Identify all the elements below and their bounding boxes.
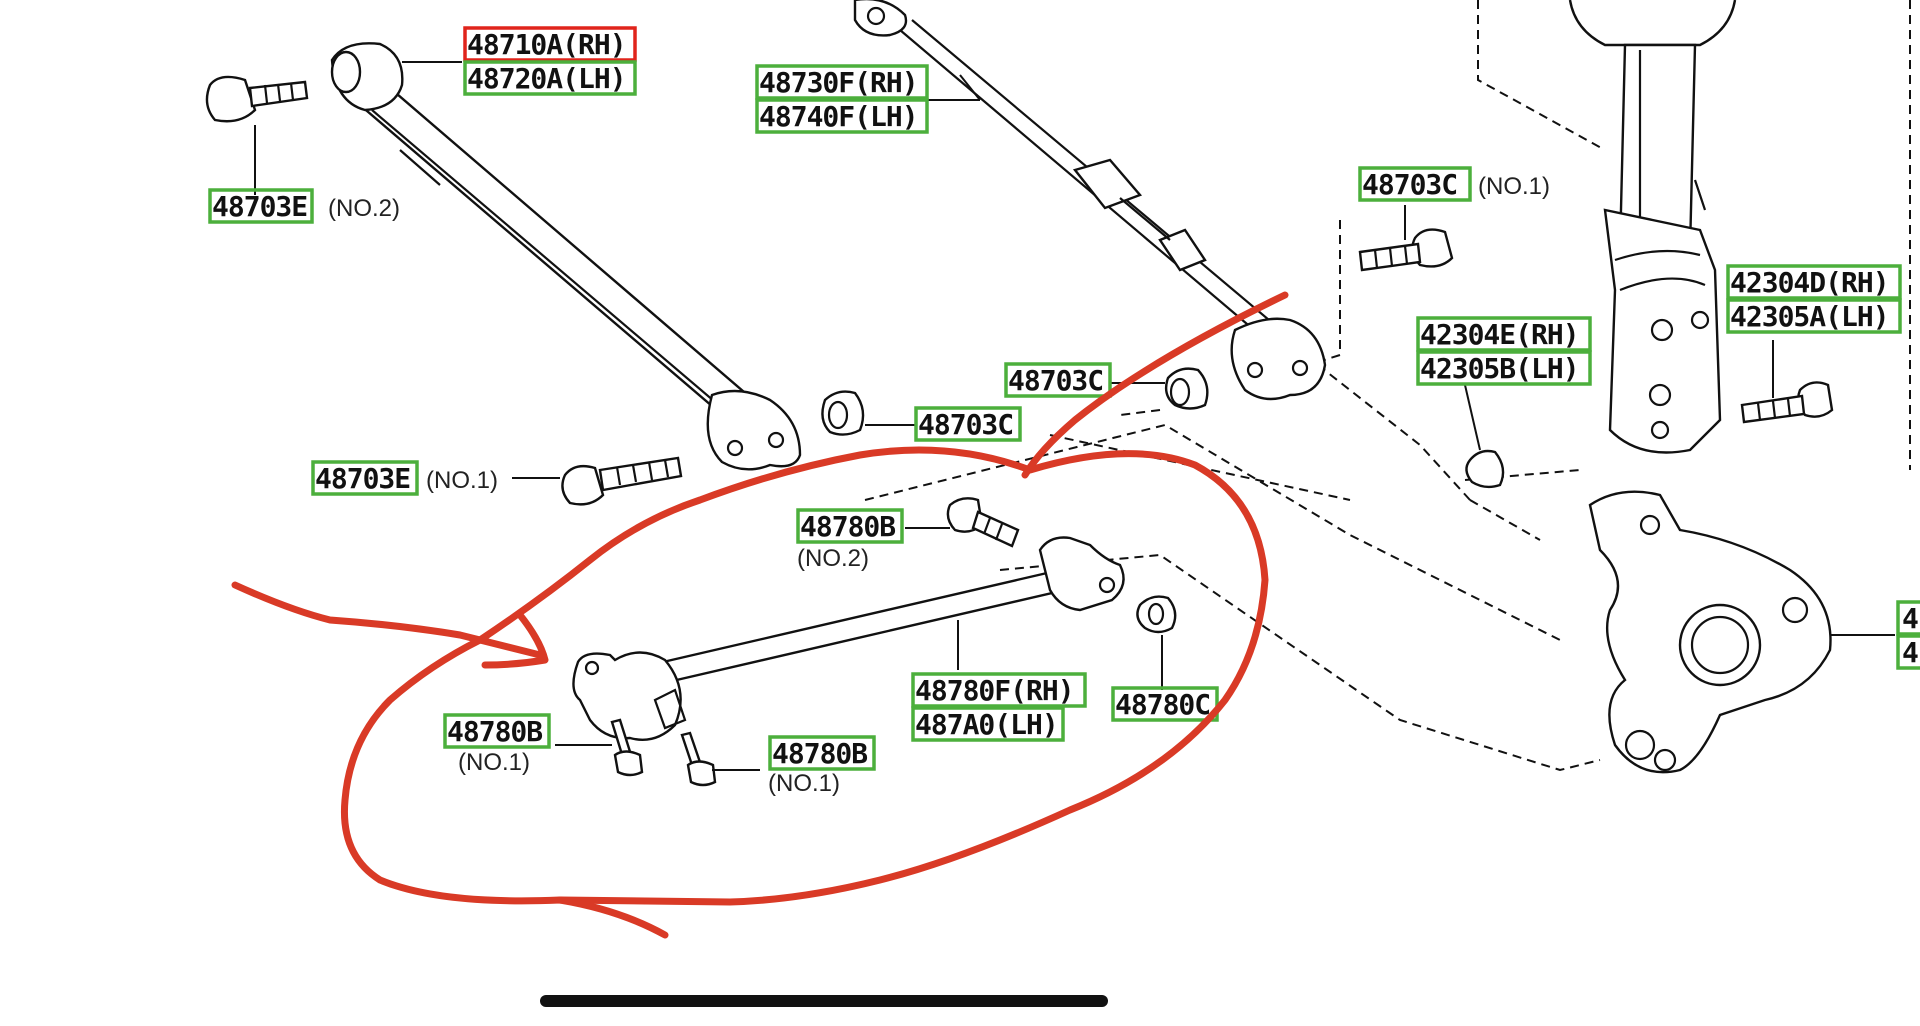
label-box: [755, 98, 929, 134]
arrow-head-icon: [481, 611, 549, 669]
label-box: [1726, 298, 1902, 334]
control-arm-icon: [357, 86, 767, 432]
part-label-48710A[interactable]: 48710A(RH): [467, 28, 627, 61]
bolt-48703E-no2: [205, 75, 309, 195]
bolt-icon: [205, 75, 257, 123]
label-box: [1416, 350, 1592, 386]
part-label-48780B-no1-left[interactable]: 48780B: [447, 715, 543, 748]
bolt-42304D: [1740, 340, 1834, 424]
part-label-48740F[interactable]: 48740F(LH): [759, 100, 919, 133]
part-label-42304E[interactable]: 42304E(RH): [1420, 318, 1580, 351]
part-label-48780B-no1-right[interactable]: 48780B: [772, 737, 868, 770]
circle-annotation: [340, 446, 1269, 906]
label-box: [443, 713, 551, 749]
knuckle-assembly: [1588, 490, 1895, 774]
part-label-42305B[interactable]: 42305B(LH): [1420, 352, 1580, 385]
part-note-no1: (NO.1): [1478, 173, 1550, 200]
label-box: [914, 406, 1022, 442]
label-box-selected: [463, 26, 637, 62]
arrow-annotation: [231, 581, 544, 659]
label-box: [463, 60, 637, 96]
part-label-48730F[interactable]: 48730F(RH): [759, 66, 919, 99]
bushing-48780C: [1136, 595, 1177, 690]
part-label-edge-b[interactable]: 4: [1902, 636, 1919, 669]
label-box: [1896, 600, 1920, 636]
lower-control-arm-48780F: [572, 536, 1125, 742]
part-label-42304D[interactable]: 42304D(RH): [1730, 266, 1890, 299]
part-label-48720A[interactable]: 48720A(LH): [467, 62, 627, 95]
part-label-487A0[interactable]: 487A0(LH): [915, 708, 1059, 741]
label-box: [311, 460, 419, 496]
part-label-48703E-no1[interactable]: 48703E: [315, 462, 411, 495]
label-box: [1111, 686, 1219, 722]
part-label-48703E-no2[interactable]: 48703E: [212, 190, 308, 223]
control-arm-48710A: [330, 42, 802, 471]
bolt-48780B-no1-left: [555, 718, 644, 777]
slash-annotation: [1021, 291, 1289, 479]
part-label-48703C-upper[interactable]: 48703C: [1008, 364, 1104, 397]
label-box: [1896, 634, 1920, 670]
label-box: [796, 508, 904, 544]
part-label-48703C-lower[interactable]: 48703C: [918, 408, 1014, 441]
part-note-no1: (NO.1): [458, 749, 530, 776]
bolt-48780B-no1-right: [680, 731, 760, 787]
part-label-42305A[interactable]: 42305A(LH): [1730, 300, 1890, 333]
bolt-48703E-no1: [512, 456, 683, 506]
part-label-48780C[interactable]: 48780C: [1115, 688, 1211, 721]
nut-42304E: [1464, 384, 1505, 489]
label-box: [1726, 264, 1902, 300]
part-note-no1: (NO.1): [768, 770, 840, 797]
part-note-no2: (NO.2): [797, 545, 869, 572]
part-label-48780F[interactable]: 48780F(RH): [915, 674, 1075, 707]
strut-assembly: [1568, 0, 1737, 454]
strut-icon: [1568, 0, 1737, 47]
part-label-48703C-no1[interactable]: 48703C: [1362, 168, 1458, 201]
part-note-no2: (NO.2): [328, 195, 400, 222]
red-annotation: [231, 291, 1289, 939]
label-box: [911, 672, 1087, 708]
part-label-edge-a[interactable]: 4: [1902, 602, 1919, 635]
home-indicator[interactable]: [540, 995, 1108, 1007]
label-box: [1004, 362, 1112, 398]
part-label-48780B-no2[interactable]: 48780B: [800, 510, 896, 543]
bushing-icon: [1164, 367, 1209, 410]
bolt-icon: [561, 464, 605, 506]
label-box: [1358, 166, 1472, 202]
bolt-48703C-no1: [1358, 205, 1454, 272]
part-note-no1: (NO.1): [426, 467, 498, 494]
bushing-48703C-lower: [821, 390, 915, 436]
label-box: [1416, 316, 1592, 352]
label-box: [768, 735, 876, 771]
control-arm-48730F: [853, 0, 1327, 401]
label-box: [208, 188, 314, 224]
bolt-48780B-no2: [905, 497, 1020, 548]
part-labels: 48710A(RH) 48720A(LH) 48703E (NO.2) 4873…: [208, 26, 1920, 797]
nut-icon: [1465, 449, 1505, 489]
label-box: [755, 64, 929, 100]
bushing-48703C-upper: [1110, 367, 1209, 410]
label-box: [911, 706, 1065, 742]
